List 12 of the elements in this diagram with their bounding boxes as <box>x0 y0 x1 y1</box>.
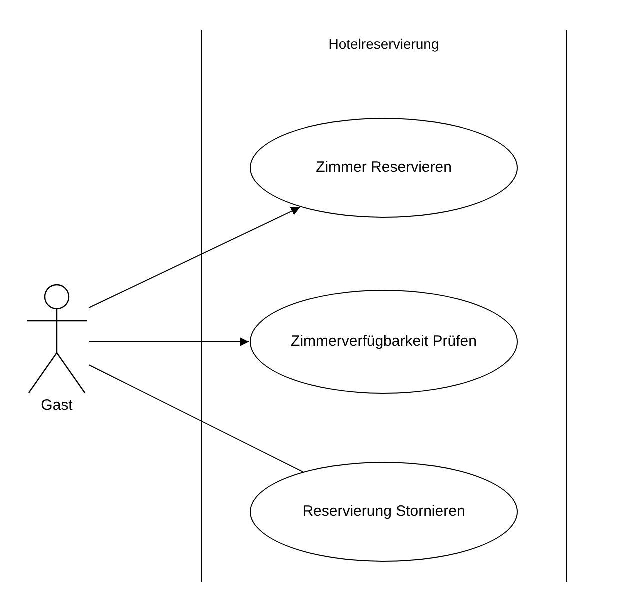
use-case-label: Zimmer Reservieren <box>315 158 453 178</box>
use-case-ellipse <box>250 290 518 394</box>
use-case-label: Reservierung Stornieren <box>302 502 466 522</box>
association-line <box>88 338 250 346</box>
association-line <box>88 206 301 308</box>
use-case-label: Zimmerverfügbarkeit Prüfen <box>290 332 478 352</box>
system-title: Hotelreservierung <box>328 36 440 52</box>
actor-label: Gast <box>40 397 74 414</box>
association-line <box>88 364 304 472</box>
use-case-ellipse <box>250 462 518 562</box>
use-case-ellipse <box>250 118 518 218</box>
system-boundary <box>201 30 567 582</box>
